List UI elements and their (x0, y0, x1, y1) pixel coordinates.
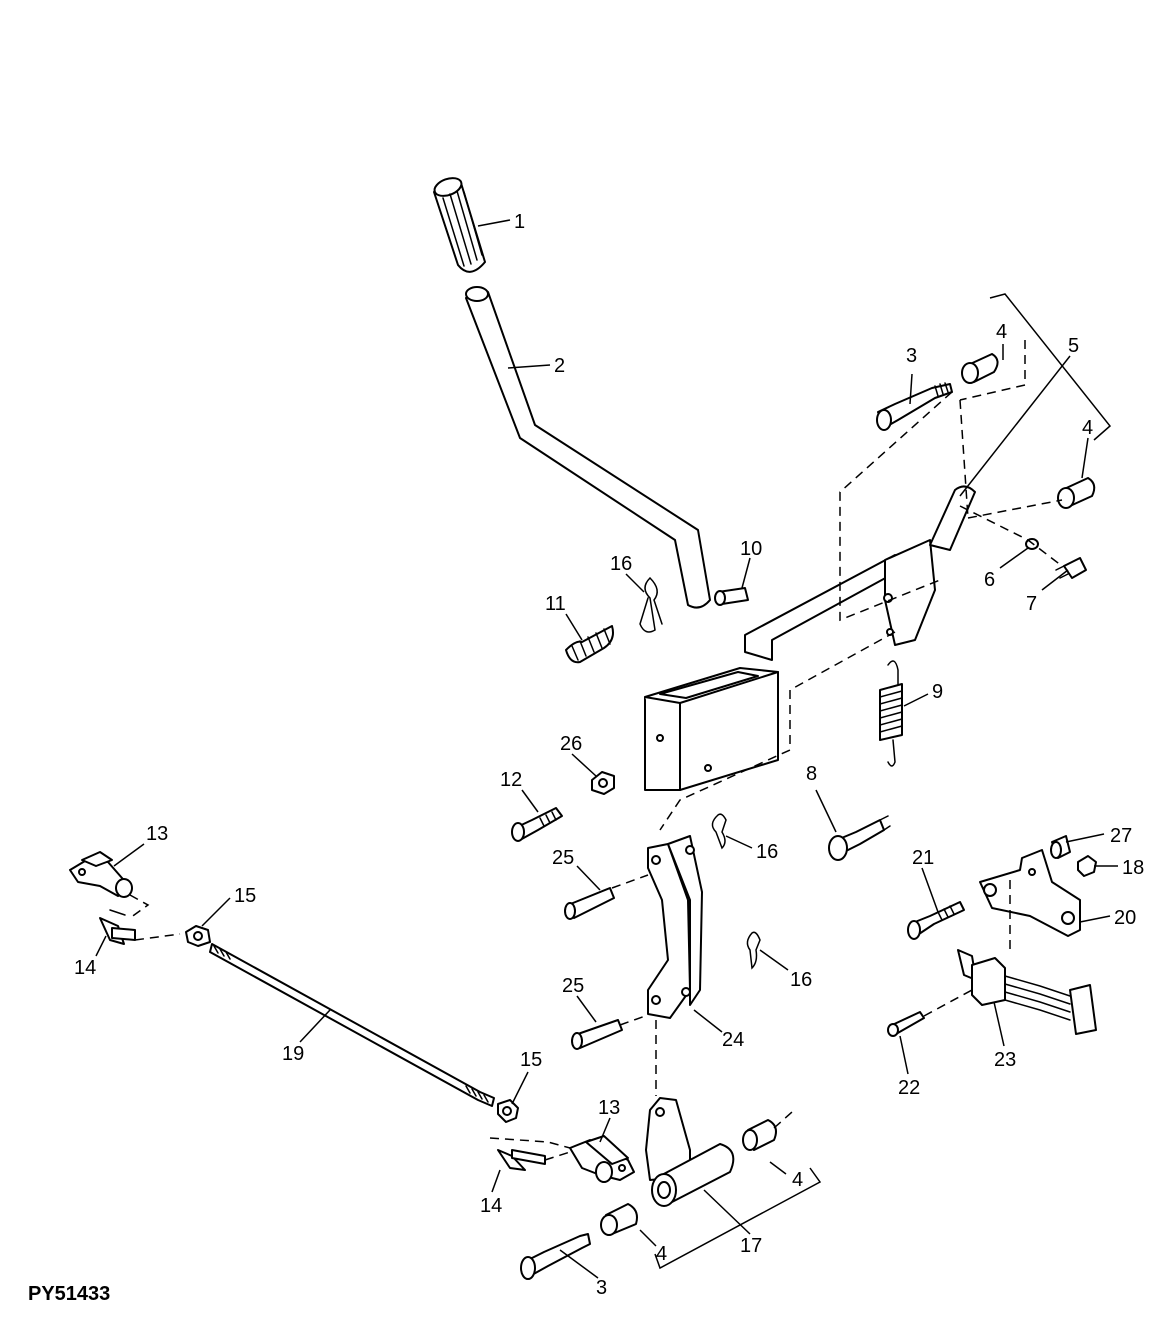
part-21-bolt (907, 901, 965, 940)
callout-12: 12 (500, 769, 522, 791)
callout-25: 25 (562, 975, 584, 997)
part-25-pin-lower (571, 1019, 623, 1050)
callout-7: 7 (1026, 593, 1037, 615)
part-4-bushing-upper-right (1057, 477, 1096, 509)
part-13-clevis-bottom (569, 1135, 635, 1183)
part-16-hairpin-clip-lower (746, 931, 761, 970)
part-3-bolt-top (876, 382, 953, 431)
callout-4: 4 (792, 1169, 803, 1191)
part-19-threaded-rod (209, 943, 495, 1107)
callout-11: 11 (545, 593, 566, 615)
part-14-clevis-pin-left (99, 909, 136, 945)
part-14-clevis-pin-bottom (497, 1149, 546, 1171)
part-7-bolt-small (1055, 557, 1087, 579)
callout-9: 9 (932, 681, 943, 703)
part-11-compression-spring (565, 625, 614, 664)
part-4-bushing-lower-right (742, 1119, 777, 1151)
callout-15: 15 (234, 885, 256, 907)
part-3-bolt-bottom (520, 1233, 591, 1280)
group-brackets (654, 293, 1112, 1270)
lever-box (644, 667, 779, 791)
part-15-nut-right (497, 1099, 519, 1123)
part-27-spacer (1050, 835, 1071, 859)
callout-16: 16 (790, 969, 812, 991)
callout-18: 18 (1122, 857, 1144, 879)
part-1-handle-grip (433, 177, 486, 273)
callout-15: 15 (520, 1049, 542, 1071)
callout-26: 26 (560, 733, 582, 755)
leader-lines (95, 219, 1118, 1279)
part-25-pin-upper (564, 887, 615, 920)
part-2-lever-rod (465, 286, 711, 609)
part-4-bushing-upper-left (961, 353, 999, 384)
part-17-shaft-arm (645, 1097, 735, 1207)
part-13-clevis-left (69, 851, 133, 898)
callout-19: 19 (282, 1043, 304, 1065)
callout-10: 10 (740, 538, 762, 560)
part-23-safety-switch (957, 949, 1097, 1035)
callout-3: 3 (596, 1277, 607, 1299)
callout-27: 27 (1110, 825, 1132, 847)
callout-4: 4 (1082, 417, 1093, 439)
part-10-pin (714, 587, 749, 606)
callout-16: 16 (756, 841, 778, 863)
callout-3: 3 (906, 345, 917, 367)
callout-22: 22 (898, 1077, 920, 1099)
callout-24: 24 (722, 1029, 744, 1051)
part-5-shift-lever-bracket (744, 485, 976, 661)
part-18-nut (1077, 855, 1097, 877)
callout-23: 23 (994, 1049, 1016, 1071)
part-20-switch-bracket (979, 849, 1081, 937)
part-26-nut (591, 771, 615, 795)
callout-labels: 1 2 3 4 5 4 10 16 6 7 11 9 26 12 8 13 27… (74, 211, 1144, 1299)
callout-21: 21 (912, 847, 934, 869)
part-24-link-arm (647, 835, 703, 1019)
part-12-bolt (511, 807, 563, 842)
callout-4: 4 (996, 321, 1007, 343)
callout-2: 2 (554, 355, 565, 377)
callout-6: 6 (984, 569, 995, 591)
callout-4: 4 (656, 1243, 667, 1265)
callout-20: 20 (1114, 907, 1136, 929)
part-22-screw (887, 1011, 925, 1037)
callout-1: 1 (514, 211, 525, 233)
callout-14: 14 (74, 957, 96, 979)
part-16-hairpin-clip-top (639, 577, 663, 633)
callout-5: 5 (1068, 335, 1079, 357)
part-4-bushing-lower-left (600, 1203, 638, 1236)
part-16-hairpin-clip-middle (711, 813, 727, 850)
callout-25: 25 (552, 847, 574, 869)
part-8-shoulder-bolt (828, 815, 891, 861)
callout-14: 14 (480, 1195, 502, 1217)
callout-16: 16 (610, 553, 632, 575)
assembly-lines (129, 340, 1063, 1161)
part-9-extension-spring (879, 660, 903, 767)
figure-id: PY51433 (28, 1283, 110, 1305)
callout-13: 13 (146, 823, 168, 845)
callout-17: 17 (740, 1235, 762, 1257)
callout-13: 13 (598, 1097, 620, 1119)
part-15-nut-left (185, 925, 211, 947)
callout-8: 8 (806, 763, 817, 785)
